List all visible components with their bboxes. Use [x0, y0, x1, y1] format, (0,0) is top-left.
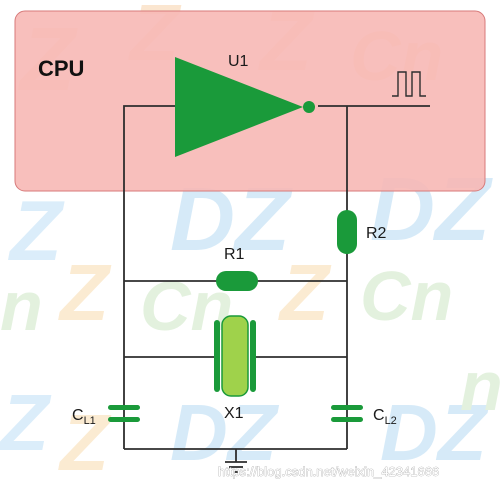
svg-text:n: n [460, 347, 500, 425]
svg-text:Cn: Cn [360, 257, 453, 335]
u1-label: U1 [228, 53, 249, 70]
r2-label: R2 [366, 225, 387, 242]
svg-text:n: n [0, 267, 43, 345]
svg-text:Z: Z [278, 248, 332, 337]
svg-text:Z: Z [58, 248, 112, 337]
circuit-wires [123, 105, 430, 473]
svg-text:Z: Z [8, 184, 65, 279]
x1-label: X1 [224, 405, 244, 422]
r1-label: R1 [224, 246, 245, 263]
square-wave-icon [392, 71, 426, 97]
cpu-label: CPU [38, 56, 84, 81]
cl2-capacitor [331, 405, 363, 422]
r1-resistor [216, 271, 258, 291]
cl2-label: CL2 [373, 407, 397, 427]
svg-text:DZ: DZ [380, 388, 490, 477]
r2-resistor [337, 210, 357, 254]
x1-crystal [214, 315, 256, 397]
watermark-credit: https://blog.csdn.net/weixin_42341666 [218, 464, 439, 479]
u1-buffer-symbol [175, 57, 303, 157]
cl1-capacitor [108, 405, 140, 422]
cl1-label-main: C [72, 407, 84, 424]
svg-text:Z: Z [0, 378, 52, 467]
cl2-label-sub: L2 [385, 415, 397, 427]
cl1-label-sub: L1 [84, 415, 96, 427]
svg-text:DZ: DZ [170, 388, 280, 477]
u1-inverter-bubble [303, 101, 315, 113]
svg-text:Z: Z [58, 398, 112, 487]
cl1-label: CL1 [72, 407, 96, 427]
cl2-label-main: C [373, 407, 385, 424]
